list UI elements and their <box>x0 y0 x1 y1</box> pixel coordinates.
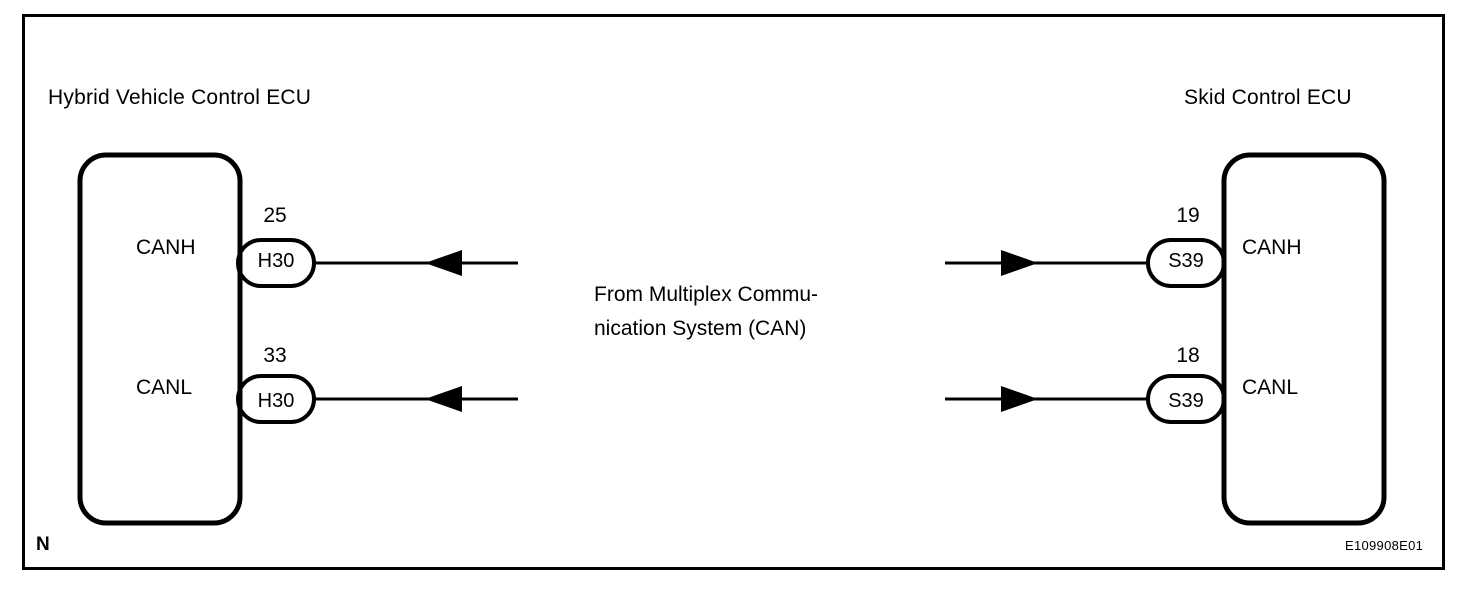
diagram-reference-code: E109908E01 <box>1345 538 1424 553</box>
right-ecu-title: Skid Control ECU <box>1184 86 1352 109</box>
right-port-label-canh: CANH <box>1242 236 1302 259</box>
arrow-right-canl <box>1001 386 1038 412</box>
left-ecu-box <box>77 152 243 526</box>
right-ecu-box <box>1221 152 1387 526</box>
arrow-left-canh <box>425 250 462 276</box>
connector-code-right-canl: S39 <box>1168 390 1204 412</box>
corner-mark-letter: N <box>36 534 50 555</box>
pin-number-right-canl: 18 <box>1176 344 1200 367</box>
pin-number-right-canh: 19 <box>1176 204 1200 227</box>
center-note-line-1: From Multiplex Commu- <box>594 283 819 306</box>
left-port-label-canl: CANL <box>136 376 193 399</box>
connector-code-right-canh: S39 <box>1168 250 1204 272</box>
center-network-note: From Multiplex Commu- nication System (C… <box>594 278 904 346</box>
arrow-left-canl <box>425 386 462 412</box>
right-port-label-canl: CANL <box>1242 376 1299 399</box>
left-ecu-title: Hybrid Vehicle Control ECU <box>48 86 312 109</box>
connector-code-left-canl: H30 <box>257 390 295 412</box>
pin-number-left-canh: 25 <box>263 204 287 227</box>
pin-number-left-canl: 33 <box>263 344 287 367</box>
diagram-border-frame <box>22 14 1445 570</box>
connector-code-left-canh: H30 <box>257 250 295 272</box>
arrow-right-canh <box>1001 250 1038 276</box>
center-note-line-2: nication System (CAN) <box>594 317 807 340</box>
left-port-label-canh: CANH <box>136 236 196 259</box>
